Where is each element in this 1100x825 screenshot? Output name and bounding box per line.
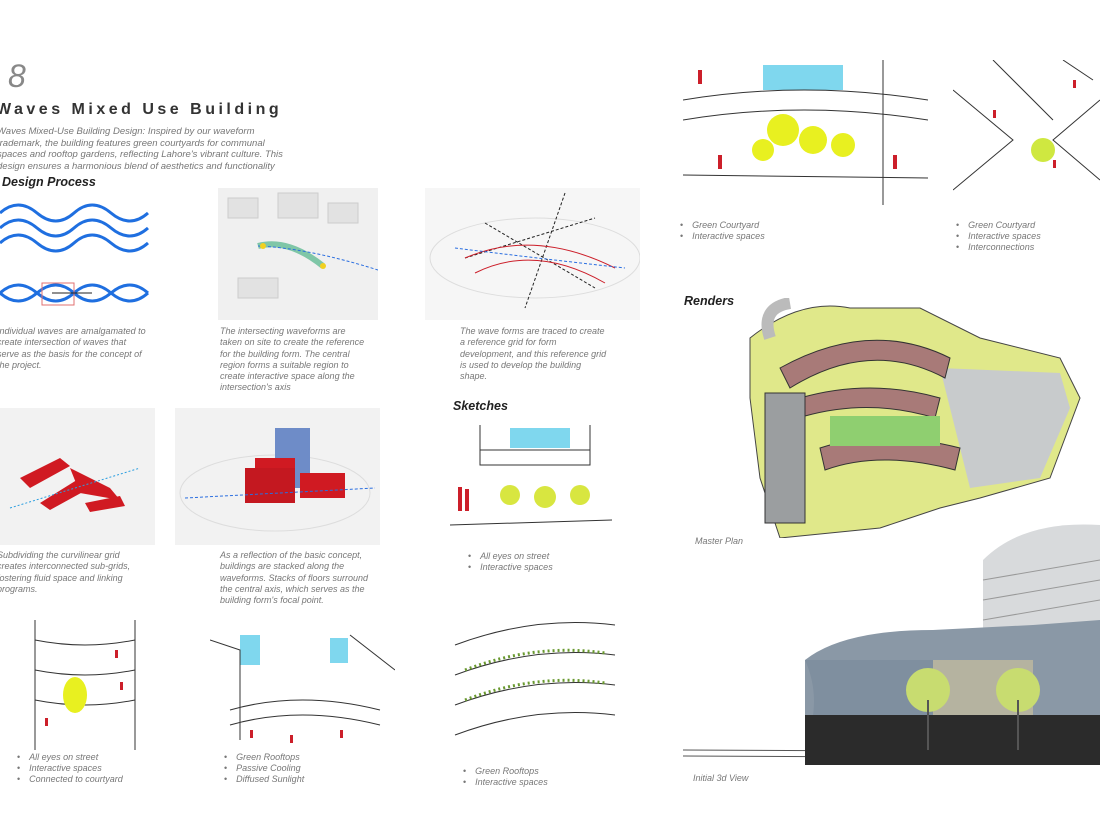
3d-view-caption: Initial 3d View <box>693 773 749 783</box>
sketch-atrium <box>15 620 158 750</box>
sketch-bullets-3: Green Rooftops Passive Cooling Diffused … <box>224 752 304 785</box>
bullet: Interactive spaces <box>680 231 765 242</box>
bullet: Interactive spaces <box>17 763 123 774</box>
sketch-terraces <box>445 615 620 762</box>
bullet: Passive Cooling <box>224 763 304 774</box>
sketch-courtyard-2 <box>953 60 1100 195</box>
sketch-courtyard-1 <box>683 60 928 205</box>
page-title: Waves Mixed Use Building <box>0 101 283 118</box>
caption-2: The intersecting waveforms are taken on … <box>220 326 365 393</box>
sketch-bullets-2: All eyes on street Interactive spaces Co… <box>17 752 123 785</box>
bullet: Green Courtyard <box>956 220 1041 231</box>
caption-5: As a reflection of the basic concept, bu… <box>220 550 369 606</box>
bullet: Interactive spaces <box>468 562 553 573</box>
site-waveform-diagram <box>218 188 378 320</box>
reference-grid-diagram <box>425 188 640 320</box>
bullet: Interactive spaces <box>956 231 1041 242</box>
initial-3d-view-render <box>683 520 1100 770</box>
stacked-massing-diagram <box>175 408 380 545</box>
bullet: All eyes on street <box>17 752 123 763</box>
sketch-bullets-1: All eyes on street Interactive spaces <box>468 551 553 573</box>
sketch-street <box>450 425 612 535</box>
master-plan-caption: Master Plan <box>695 536 744 546</box>
caption-4: Subdividing the curvilinear grid creates… <box>0 550 131 594</box>
bullet: Interactive spaces <box>463 777 548 788</box>
bullet: Green Rooftops <box>224 752 304 763</box>
bullet: All eyes on street <box>468 551 553 562</box>
sketch-bullets-6: Green Courtyard Interactive spaces Inter… <box>956 220 1041 253</box>
sketch-bullets-4: Green Rooftops Interactive spaces <box>463 766 548 788</box>
bullet: Diffused Sunlight <box>224 774 304 785</box>
caption-1: Individual waves are amalgamated to crea… <box>0 326 146 370</box>
master-plan-render <box>720 298 1085 538</box>
caption-3: The wave forms are traced to create a re… <box>460 326 607 382</box>
sketch-rooftops <box>210 630 395 750</box>
page-number: 8 <box>8 58 26 94</box>
sketch-bullets-5: Green Courtyard Interactive spaces <box>680 220 765 242</box>
sketches-heading: Sketches <box>453 399 508 413</box>
bullet: Green Rooftops <box>463 766 548 777</box>
wave-diagram <box>0 195 152 323</box>
bullet: Green Courtyard <box>680 220 765 231</box>
bullet: Interconnections <box>956 242 1041 253</box>
project-description: Waves Mixed-Use Building Design: Inspire… <box>0 126 283 172</box>
renders-heading: Renders <box>684 294 735 308</box>
sub-grid-diagram <box>0 408 155 545</box>
design-process-heading: Design Process <box>2 175 96 189</box>
bullet: Connected to courtyard <box>17 774 123 785</box>
